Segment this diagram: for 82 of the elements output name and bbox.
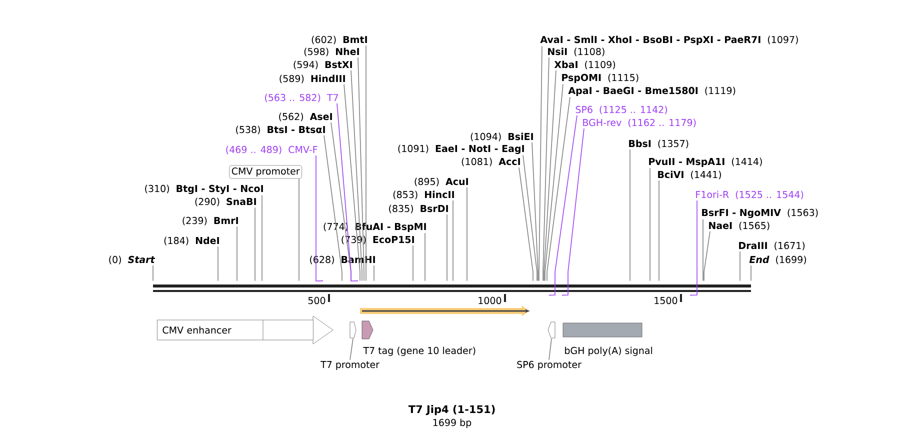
site-label: (310) BtgI - StyI - NcoI: [145, 184, 263, 194]
leader-line: [704, 231, 710, 282]
promoter-feature: [350, 322, 356, 338]
leader-line: [658, 180, 660, 282]
leader-line: [452, 200, 454, 282]
leader-line: [236, 226, 238, 282]
leader-line: [548, 338, 552, 360]
site-label: (562) AseI: [279, 112, 332, 122]
leader-line: [446, 214, 448, 282]
terminator-box: [562, 322, 642, 338]
primer-label: (469 .. 489) CMV-F: [226, 146, 318, 154]
leader-line: [542, 57, 550, 282]
leader-line: [690, 200, 698, 296]
leader-line: [522, 154, 538, 282]
site-label: (239) BmrI: [182, 216, 238, 226]
leader-line: [562, 128, 584, 296]
leader-line: [350, 70, 362, 282]
site-label: BciVI (1441): [658, 170, 721, 180]
leader-line: [350, 338, 354, 360]
site-label: PspOMI (1115): [562, 74, 638, 83]
feature-label: T7 tag (gene 10 leader): [363, 346, 476, 356]
leader-line: [544, 70, 556, 282]
scale-label: 1500: [654, 296, 678, 304]
feature-label: T7 promoter: [320, 361, 380, 370]
site-label: (290) SnaBI: [195, 198, 256, 206]
leader-line: [546, 96, 570, 282]
leader-line: [424, 232, 426, 282]
primer-label: F1ori-R (1525 .. 1544): [696, 190, 804, 200]
site-label: (598) NheI: [304, 48, 359, 56]
site-label: PvuII - MspA1I (1414): [649, 158, 762, 167]
title: T7 Jip4 (1-151): [408, 405, 495, 416]
site-label: AvaI - SmlI - XhoI - BsoBI - PspXI - PaeR7I (1097): [540, 36, 798, 45]
leader-line: [298, 178, 300, 282]
site-label: (589) HindIII: [280, 74, 345, 84]
leader-line: [358, 57, 364, 282]
site-label: DraIII (1671): [739, 242, 805, 250]
leader-line: [538, 46, 542, 282]
leader-line: [702, 218, 704, 282]
scale-label: 1000: [478, 296, 502, 304]
promoter-feature: [548, 322, 556, 338]
site-label: (594) BstXI: [294, 60, 352, 70]
site-label: (602) BmtI: [312, 36, 367, 44]
sequence-bar: [153, 284, 751, 292]
leader-line: [750, 265, 752, 282]
primer-label: BGH-rev (1162 .. 1179): [583, 118, 696, 128]
site-label: NsiI (1108): [548, 48, 604, 56]
site-label: (1081) AccI: [462, 158, 520, 166]
feature-label: SP6 promoter: [517, 360, 582, 370]
sequence-length: 1699 bp: [433, 418, 472, 428]
site-label: BsrFI - NgoMIV (1563): [702, 208, 818, 218]
leader-line: [324, 135, 342, 282]
site-label: NaeI (1565): [709, 222, 770, 230]
leader-line: [466, 187, 468, 282]
tag-feature: [362, 320, 374, 340]
leader-line: [544, 84, 564, 282]
leader-line: [336, 103, 358, 282]
leader-line: [532, 142, 538, 282]
site-label: (184) NdeI: [164, 236, 219, 246]
feature-label: bGH poly(A) signal: [565, 346, 652, 356]
leader-line: [316, 155, 324, 282]
primer-label: (563 .. 582) T7: [265, 94, 338, 102]
leader-line: [152, 265, 154, 282]
site-label: (0) Start: [109, 256, 156, 264]
feature-label-box: CMV promoter: [229, 165, 302, 179]
site-label: (1094) BsiEI: [470, 132, 533, 142]
leader-line: [518, 167, 534, 282]
site-label: End (1699): [749, 256, 806, 264]
scale-label: 500: [308, 296, 326, 304]
site-label: BbsI (1357): [629, 140, 688, 148]
leader-line: [548, 115, 578, 296]
site-label: (1091) EaeI - NotI - EagI: [398, 144, 524, 154]
site-label: (895) AcuI: [414, 178, 468, 186]
site-label: (835) BsrDI: [389, 204, 448, 214]
site-label: (538) BtsI - BtsαI: [236, 126, 325, 134]
site-label: ApaI - BaeGI - Bme1580I (1119): [568, 86, 736, 96]
leader-line: [344, 84, 360, 282]
leader-line: [254, 207, 256, 282]
enhancer-feature: CMV enhancer: [157, 316, 334, 344]
primer-label: SP6 (1125 .. 1142): [576, 106, 667, 114]
site-label: XbaI (1109): [554, 60, 616, 70]
site-label: (853) HincII: [393, 190, 454, 200]
leader-line: [412, 245, 414, 282]
